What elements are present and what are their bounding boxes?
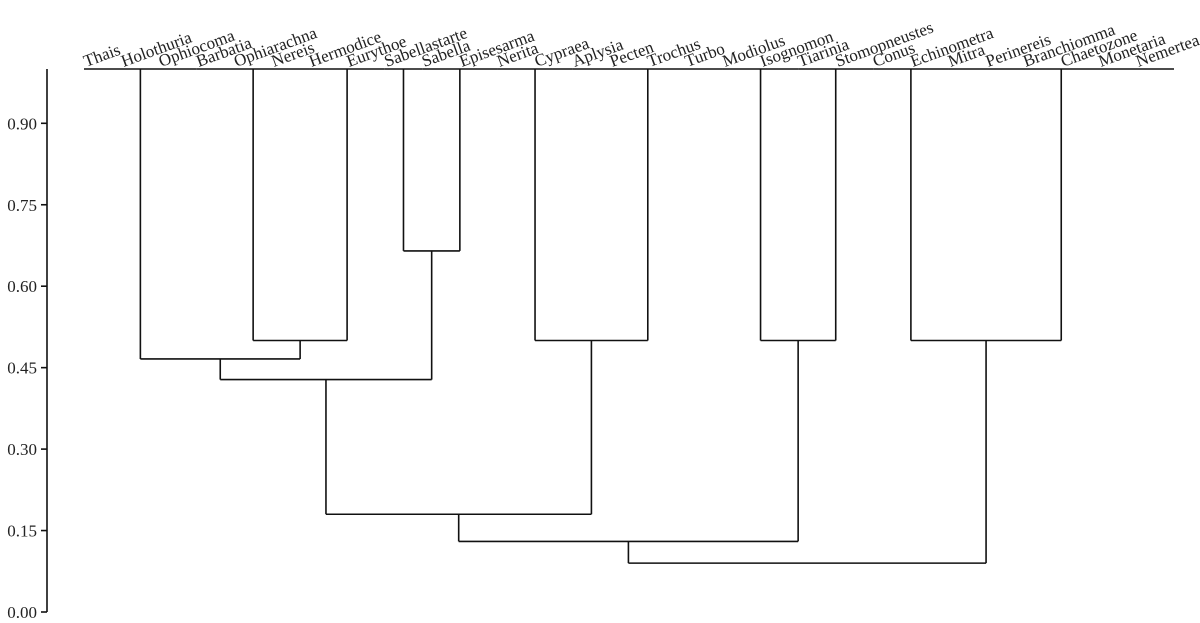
y-tick-label: 0.45: [7, 359, 37, 378]
dendrogram-tree: [84, 68, 1174, 564]
y-tick-label: 0.30: [7, 440, 37, 459]
leaf-label: Thais: [81, 40, 123, 71]
y-tick-label: 0.90: [7, 114, 37, 133]
y-tick-label: 0.60: [7, 277, 37, 296]
y-tick-label: 0.15: [7, 522, 37, 541]
y-axis: 0.00 0.15 0.30 0.45 0.60 0.75 0.90: [7, 69, 48, 622]
y-tick-label: 0.75: [7, 196, 37, 215]
leaf-labels: ThaisHolothuriaOphiocomaBarbatiaOphiarac…: [81, 18, 1200, 71]
y-tick-label: 0.00: [7, 603, 37, 622]
